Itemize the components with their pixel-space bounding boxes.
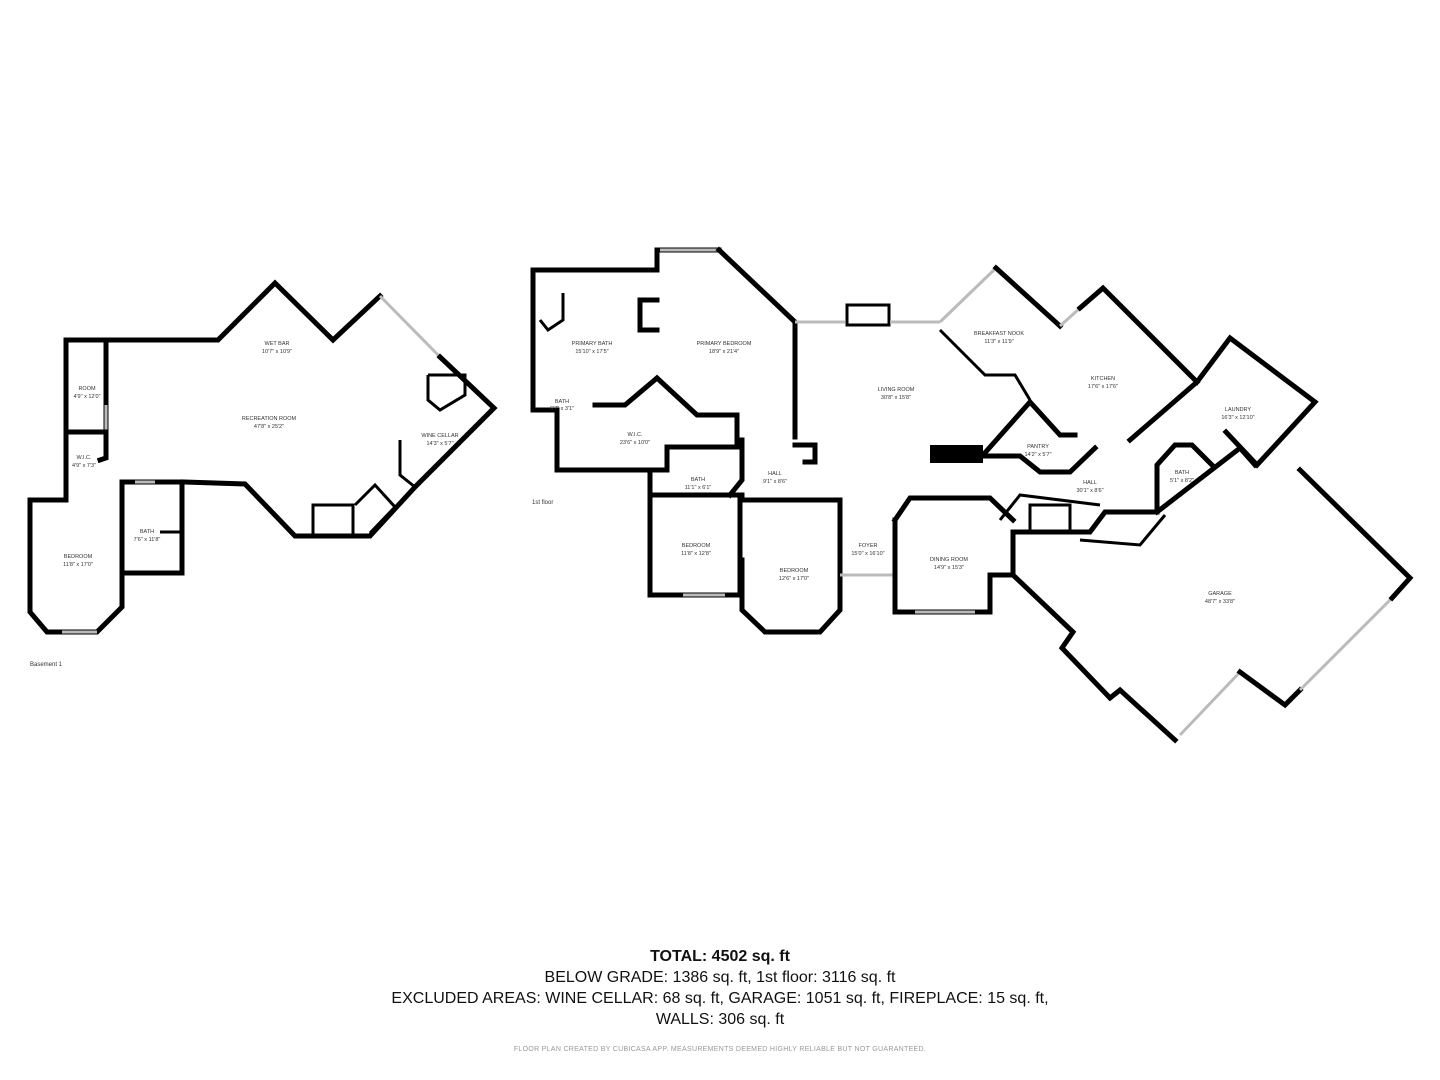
room-name: PRIMARY BATH bbox=[572, 341, 613, 347]
room-dims: 17'6" x 17'6" bbox=[1088, 384, 1118, 390]
room-dims: 14'9" x 15'3" bbox=[934, 565, 964, 571]
room-dims: 30'1" x 8'6" bbox=[1076, 488, 1103, 494]
room-name: BEDROOM bbox=[64, 554, 93, 560]
room-name: HALL bbox=[1083, 480, 1097, 486]
room-dims: 11'1" x 6'1" bbox=[685, 485, 712, 491]
room-dims: 30'8" x 15'8" bbox=[881, 395, 911, 401]
floor-label: 1st floor bbox=[532, 500, 553, 506]
room-dims: 10'7" x 10'9" bbox=[262, 349, 292, 355]
first-floor-labels: PRIMARY BATH 15'10" x 17'5" PRIMARY BEDR… bbox=[532, 331, 1255, 605]
room-dims: 6'7" x 3'1" bbox=[550, 406, 574, 412]
credit-note: FLOOR PLAN CREATED BY CUBICASA APP. MEAS… bbox=[513, 1046, 927, 1053]
basement-plan bbox=[27, 279, 498, 635]
room-name: BEDROOM bbox=[780, 568, 809, 574]
room-dims: 14'3" x 5'7" bbox=[426, 441, 453, 447]
room-dims: 11'8" x 17'0" bbox=[63, 562, 93, 568]
room-name: FOYER bbox=[859, 543, 878, 549]
room-dims: 11'3" x 11'9" bbox=[984, 339, 1013, 345]
room-dims: 7'6" x 11'8" bbox=[134, 537, 161, 543]
room-dims: 15'10" x 17'5" bbox=[575, 349, 608, 355]
room-dims: 23'6" x 10'0" bbox=[620, 440, 650, 446]
room-dims: 15'0" x 16'10" bbox=[851, 551, 884, 557]
room-name: GARAGE bbox=[1208, 591, 1232, 597]
room-dims: 12'6" x 17'0" bbox=[779, 576, 809, 582]
room-name: BATH bbox=[1175, 470, 1189, 476]
room-name: WET BAR bbox=[265, 341, 290, 347]
room-dims: 16'3" x 12'10" bbox=[1221, 415, 1254, 421]
room-name: PANTRY bbox=[1027, 444, 1049, 450]
room-name: KITCHEN bbox=[1091, 376, 1115, 382]
room-dims: 11'8" x 12'8" bbox=[681, 551, 711, 557]
walls-area: WALLS: 306 sq. ft bbox=[655, 1011, 785, 1028]
room-name: BEDROOM bbox=[682, 543, 711, 549]
room-dims: 47'8" x 25'2" bbox=[254, 424, 284, 430]
room-dims: 14'2" x 5'7" bbox=[1024, 452, 1051, 458]
total-area: TOTAL: 4502 sq. ft bbox=[650, 948, 790, 965]
room-name: BATH bbox=[555, 399, 569, 405]
room-name: BREAKFAST NOOK bbox=[974, 331, 1024, 337]
room-dims: 4'9" x 7'3" bbox=[72, 463, 96, 469]
room-name: HALL bbox=[768, 471, 782, 477]
room-name: RECREATION ROOM bbox=[242, 416, 297, 422]
room-dims: 48'7" x 33'8" bbox=[1205, 599, 1235, 605]
excluded-areas: EXCLUDED AREAS: WINE CELLAR: 68 sq. ft, … bbox=[391, 990, 1049, 1007]
room-name: BATH bbox=[691, 477, 705, 483]
room-dims: 4'9" x 12'0" bbox=[73, 394, 100, 400]
room-name: PRIMARY BEDROOM bbox=[697, 341, 752, 347]
room-name: ROOM bbox=[78, 386, 96, 392]
room-name: WINE CELLAR bbox=[421, 433, 458, 439]
room-dims: 5'1" x 8'2" bbox=[1170, 478, 1194, 484]
room-name: DINING ROOM bbox=[930, 557, 968, 563]
floor-label: Basement 1 bbox=[30, 662, 63, 668]
room-name: BATH bbox=[140, 529, 154, 535]
area-breakdown: BELOW GRADE: 1386 sq. ft, 1st floor: 311… bbox=[544, 969, 896, 986]
room-dims: 9'1" x 8'6" bbox=[763, 479, 787, 485]
room-name: W.I.C. bbox=[628, 432, 643, 438]
room-name: LAUNDRY bbox=[1225, 407, 1252, 413]
room-dims: 18'9" x 21'4" bbox=[709, 349, 739, 355]
first-floor-plan bbox=[530, 246, 1414, 744]
room-name: LIVING ROOM bbox=[878, 387, 915, 393]
room-name: W.I.C. bbox=[77, 455, 92, 461]
basement-labels: WET BAR 10'7" x 10'9" RECREATION ROOM 47… bbox=[30, 341, 459, 668]
